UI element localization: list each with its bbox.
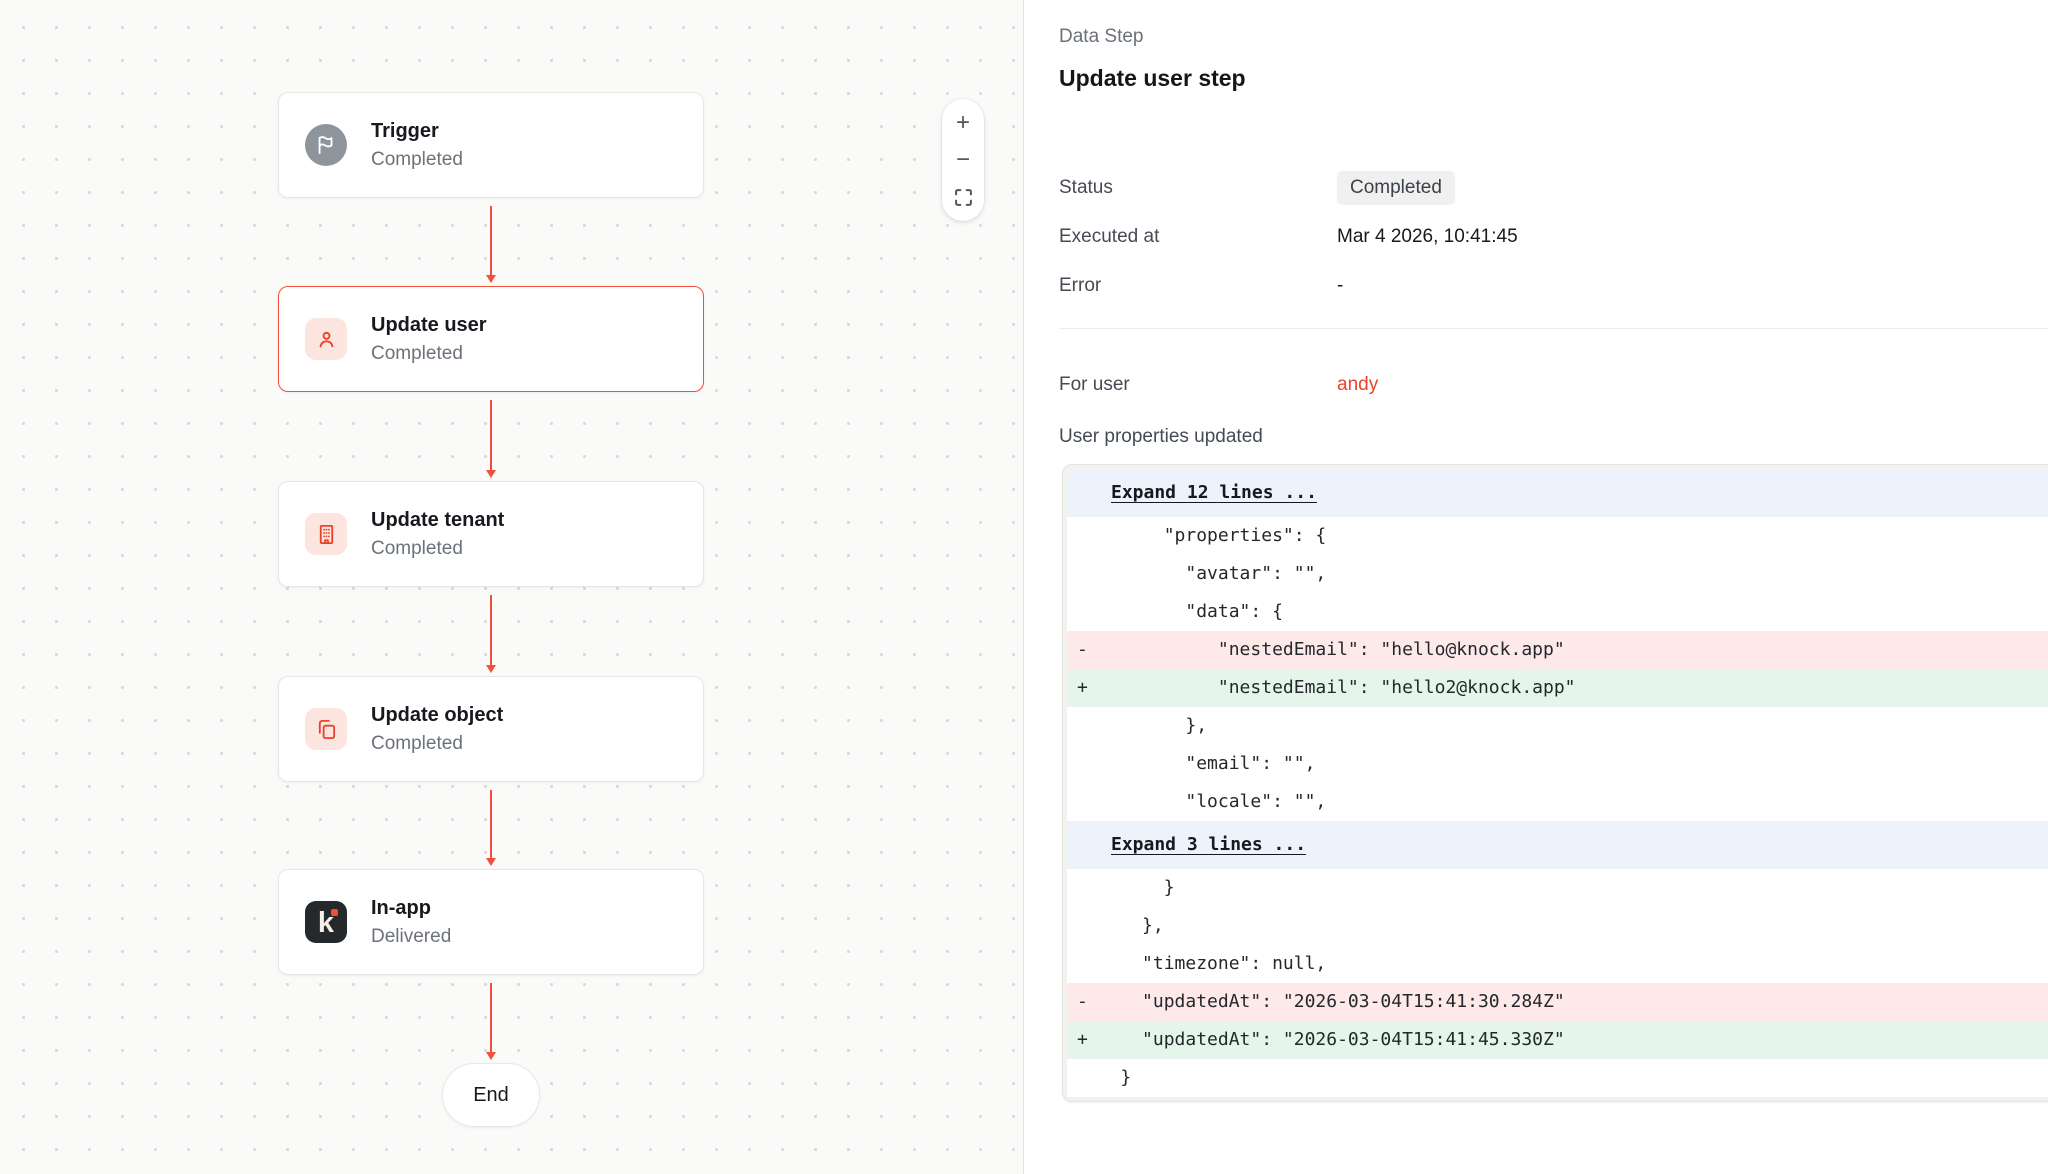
end-node-label: End bbox=[473, 1083, 509, 1106]
detail-value: Mar 4 2026, 10:41:45 bbox=[1337, 226, 1518, 247]
expand-lines-link[interactable]: Expand 3 lines ... bbox=[1067, 821, 2048, 869]
knock-icon: k bbox=[305, 901, 347, 943]
workflow-node[interactable]: Update object Completed bbox=[278, 676, 704, 782]
end-node[interactable]: End bbox=[442, 1063, 540, 1127]
diff-line: "properties": { bbox=[1077, 525, 1327, 546]
workflow-node[interactable]: k In-app Delivered bbox=[278, 869, 704, 975]
zoom-toolbar: + − bbox=[942, 99, 984, 221]
diff-line: - "nestedEmail": "hello@knock.app" bbox=[1067, 631, 2048, 669]
plus-icon: + bbox=[955, 109, 970, 136]
node-title: In-app bbox=[371, 897, 431, 919]
diff-line: } bbox=[1077, 877, 1175, 898]
node-status: Completed bbox=[371, 733, 463, 754]
workflow-canvas[interactable]: Trigger Completed Update user Completed … bbox=[0, 0, 1024, 1174]
edge-arrow bbox=[485, 206, 497, 283]
user-link[interactable]: andy bbox=[1337, 374, 1379, 395]
zoom-out-button[interactable]: − bbox=[942, 143, 984, 177]
page-title: Update user step bbox=[1059, 65, 1246, 91]
diff-line: - "updatedAt": "2026-03-04T15:41:30.284Z… bbox=[1067, 983, 2048, 1021]
step-details: Status Completed Executed at Mar 4 2026,… bbox=[1059, 168, 2048, 306]
copy-icon bbox=[305, 708, 347, 750]
flag-icon bbox=[305, 124, 347, 166]
diff-line: "data": { bbox=[1077, 601, 1283, 622]
detail-value: - bbox=[1337, 275, 1344, 296]
diff-section-label: User properties updated bbox=[1059, 426, 1263, 447]
fit-view-icon bbox=[954, 188, 972, 206]
workflow-node[interactable]: Update user Completed bbox=[278, 286, 704, 392]
user-icon bbox=[305, 318, 347, 360]
detail-row: Executed at Mar 4 2026, 10:41:45 bbox=[1059, 217, 2048, 257]
workflow-node[interactable]: Trigger Completed bbox=[278, 92, 704, 198]
diff-lines: Expand 12 lines ... "properties": { "ava… bbox=[1067, 469, 2048, 1097]
node-title: Trigger bbox=[371, 120, 439, 142]
for-user-label: For user bbox=[1059, 374, 1130, 395]
node-title: Update user bbox=[371, 314, 487, 336]
fit-view-button[interactable] bbox=[942, 180, 984, 214]
divider bbox=[1059, 328, 2048, 329]
edge-arrow bbox=[485, 595, 497, 673]
detail-label: Status bbox=[1059, 177, 1113, 198]
zoom-in-button[interactable]: + bbox=[942, 106, 984, 140]
node-status: Completed bbox=[371, 343, 463, 364]
status-badge: Completed bbox=[1337, 171, 1455, 205]
expand-lines-link[interactable]: Expand 12 lines ... bbox=[1067, 469, 2048, 517]
node-status: Completed bbox=[371, 538, 463, 559]
node-status: Completed bbox=[371, 149, 463, 170]
properties-diff-block: Expand 12 lines ... "properties": { "ava… bbox=[1062, 464, 2048, 1102]
diff-line: } bbox=[1077, 1067, 1132, 1088]
step-kicker: Data Step bbox=[1059, 26, 1144, 47]
step-detail-panel: Data Step Update user step Status Comple… bbox=[1025, 0, 2048, 1174]
diff-line: + "updatedAt": "2026-03-04T15:41:45.330Z… bbox=[1067, 1021, 2048, 1059]
diff-line: + "nestedEmail": "hello2@knock.app" bbox=[1067, 669, 2048, 707]
for-user-row: For user andy bbox=[1059, 371, 2048, 399]
diff-line: "email": "", bbox=[1077, 753, 1316, 774]
minus-icon: − bbox=[955, 146, 970, 173]
diff-line: }, bbox=[1077, 715, 1208, 736]
detail-row: Error - bbox=[1059, 266, 2048, 306]
diff-line: "timezone": null, bbox=[1077, 953, 1327, 974]
workflow-node[interactable]: Update tenant Completed bbox=[278, 481, 704, 587]
edge-arrow bbox=[485, 790, 497, 866]
node-title: Update tenant bbox=[371, 509, 505, 531]
edge-arrow bbox=[485, 983, 497, 1060]
diff-line: "locale": "", bbox=[1077, 791, 1327, 812]
detail-row: Status Completed bbox=[1059, 168, 2048, 208]
detail-label: Executed at bbox=[1059, 226, 1160, 247]
detail-label: Error bbox=[1059, 275, 1102, 296]
node-status: Delivered bbox=[371, 926, 452, 947]
diff-line: }, bbox=[1077, 915, 1164, 936]
edge-arrow bbox=[485, 400, 497, 478]
node-title: Update object bbox=[371, 704, 504, 726]
diff-line: "avatar": "", bbox=[1077, 563, 1327, 584]
building-icon bbox=[305, 513, 347, 555]
